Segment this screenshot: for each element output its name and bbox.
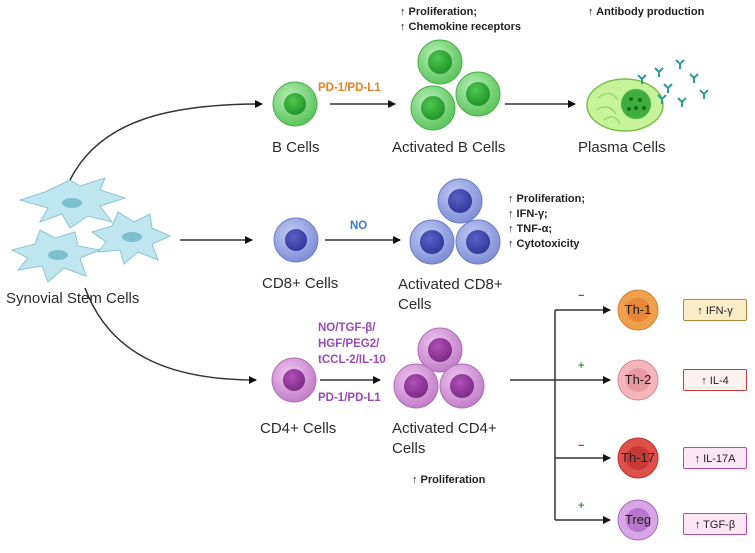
th17-sign: −	[578, 440, 585, 452]
th17-cytokine-box: ↑ IL-17A	[683, 447, 747, 469]
th1-cytokine-box: ↑ IFN-γ	[683, 299, 747, 321]
activated-cd8-cells-icon	[409, 178, 501, 265]
b-mediator: PD-1/PD-L1	[318, 82, 381, 94]
b-note-2: ↑ Chemokine receptors	[400, 21, 522, 33]
treg-cell-icon	[617, 499, 659, 541]
th17-label: Th-17	[621, 450, 655, 465]
th2-label: Th-2	[624, 372, 652, 387]
b-note-1: ↑ Proliferation;	[400, 6, 478, 18]
cd4-cells-label: CD4+ Cells	[260, 420, 337, 437]
plasma-cells-label: Plasma Cells	[578, 139, 666, 156]
th1-sign: −	[578, 290, 585, 302]
connector-lines	[69, 100, 611, 524]
activated-cd4-cells-label-line1: Activated CD4+	[392, 420, 497, 437]
th2-sign: +	[578, 360, 585, 372]
cd4-mediator-line1: NO/TGF-β/	[318, 322, 376, 334]
antibodies-icon	[637, 59, 709, 107]
cd8-cells-label: CD8+ Cells	[262, 275, 339, 292]
cd8-cell-icon	[273, 217, 319, 263]
b-cells-label: B Cells	[272, 139, 320, 156]
th1-cell-icon	[617, 289, 659, 331]
cd4-mediator-line4: PD-1/PD-L1	[318, 392, 381, 404]
cd8-note-4: ↑ Cytotoxicity	[508, 238, 580, 250]
treg-cytokine-box: ↑ TGF-β	[683, 513, 747, 535]
th2-cell-icon	[617, 359, 659, 401]
cd4-cell-icon	[271, 357, 317, 403]
synovial-stem-cells-icon	[10, 177, 172, 283]
activated-cd8-cells-label-line2: Cells	[398, 296, 432, 313]
treg-label: Treg	[624, 512, 652, 527]
cd4-note: ↑ Proliferation	[412, 474, 486, 486]
treg-sign: +	[578, 500, 585, 512]
synovial-stem-cells-label: Synovial Stem Cells	[6, 290, 140, 307]
cd4-mediator-line2: HGF/PEG2/	[318, 338, 380, 350]
activated-b-cells-icon	[410, 39, 501, 131]
th1-label: Th-1	[624, 302, 652, 317]
plasma-note: ↑ Antibody production	[588, 6, 705, 18]
th2-cytokine-box: ↑ IL-4	[683, 369, 747, 391]
cd8-note-2: ↑ IFN-γ;	[508, 208, 548, 220]
cd8-mediator: NO	[350, 220, 368, 232]
cd8-note-3: ↑ TNF-α;	[508, 223, 553, 235]
cd4-mediator-line3: tCCL-2/IL-10	[318, 354, 386, 366]
b-cell-icon	[272, 81, 318, 127]
cd8-note-1: ↑ Proliferation;	[508, 193, 586, 205]
activated-b-cells-label: Activated B Cells	[392, 139, 506, 156]
activated-cd4-cells-label-line2: Cells	[392, 440, 426, 457]
plasma-cell-icon	[586, 78, 664, 132]
activated-cd4-cells-icon	[393, 327, 485, 409]
activated-cd8-cells-label-line1: Activated CD8+	[398, 276, 503, 293]
th17-cell-icon	[617, 437, 659, 479]
